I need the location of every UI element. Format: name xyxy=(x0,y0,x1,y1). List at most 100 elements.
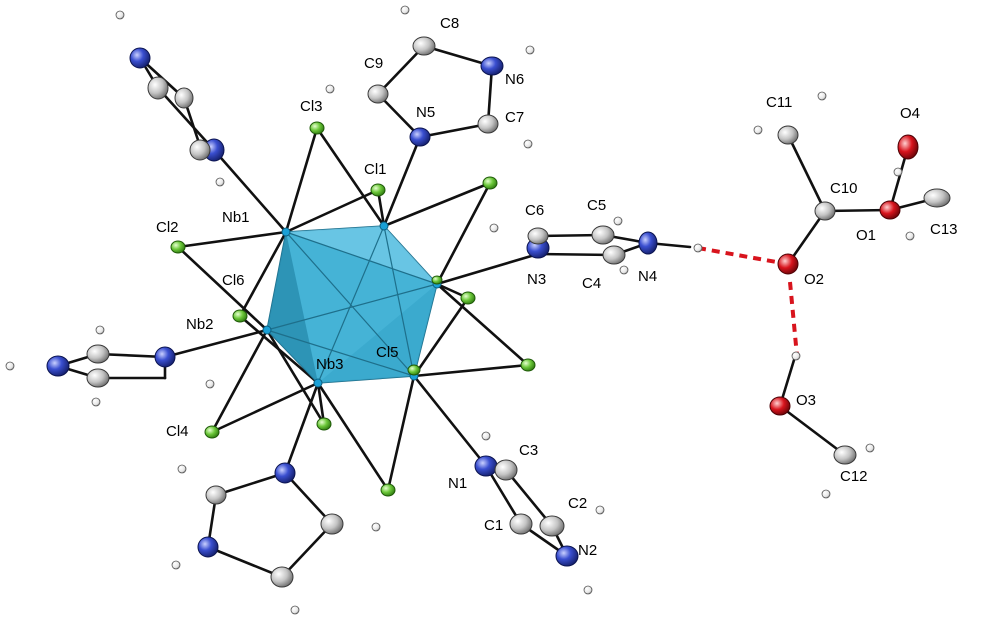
c-atom xyxy=(189,139,211,161)
chlorine-atoms xyxy=(170,121,536,497)
h-atom xyxy=(215,177,225,187)
cl-atom xyxy=(380,483,396,497)
n-atom xyxy=(555,545,579,567)
h-atom xyxy=(865,443,875,453)
h-atom xyxy=(893,167,903,177)
c-atom xyxy=(205,485,227,505)
label-c10: C10 xyxy=(830,180,858,197)
h-atom xyxy=(821,489,831,499)
cl-atom xyxy=(460,291,476,305)
label-n5: N5 xyxy=(416,104,435,121)
h-atom xyxy=(489,223,499,233)
n-atom xyxy=(638,231,658,255)
label-nb1: Nb1 xyxy=(222,209,250,226)
cl-atom xyxy=(431,275,443,285)
label-c9: C9 xyxy=(364,55,383,72)
label-nb2: Nb2 xyxy=(186,316,214,333)
h-atom xyxy=(791,351,801,361)
nb-atom xyxy=(281,227,291,237)
n-atom xyxy=(474,455,498,477)
cl-atom xyxy=(232,309,248,323)
label-cl4: Cl4 xyxy=(166,423,189,440)
h-atom xyxy=(115,10,125,20)
label-n6: N6 xyxy=(505,71,524,88)
h-atom xyxy=(95,325,105,335)
c-atom xyxy=(86,368,110,388)
label-n1: N1 xyxy=(448,475,467,492)
label-c7: C7 xyxy=(505,109,524,126)
n-atom xyxy=(274,462,296,484)
h-atom xyxy=(693,243,703,253)
label-o1: O1 xyxy=(856,227,876,244)
n-atom xyxy=(409,127,431,147)
label-c6: C6 xyxy=(525,202,544,219)
h-atom xyxy=(205,379,215,389)
label-c5: C5 xyxy=(587,197,606,214)
cl-atom xyxy=(316,417,332,431)
label-n2: N2 xyxy=(578,542,597,559)
c-atom xyxy=(412,36,436,56)
label-n4: N4 xyxy=(638,268,657,285)
h-atom xyxy=(753,125,763,135)
label-c8: C8 xyxy=(440,15,459,32)
label-cl5: Cl5 xyxy=(376,344,399,361)
h-atom xyxy=(619,265,629,275)
label-cl1: Cl1 xyxy=(364,161,387,178)
c-atom xyxy=(174,87,194,109)
cl-atom xyxy=(407,364,421,376)
c-atom xyxy=(320,513,344,535)
nb-atom xyxy=(313,378,323,388)
label-c2: C2 xyxy=(568,495,587,512)
label-o2: O2 xyxy=(804,271,824,288)
c-atom xyxy=(602,245,626,265)
c-atom xyxy=(494,459,518,481)
h-atom xyxy=(5,361,15,371)
hydrogen-bonds xyxy=(697,246,799,357)
o-atom xyxy=(769,396,791,416)
h-atom xyxy=(905,231,915,241)
label-c4: C4 xyxy=(582,275,601,292)
h-atom xyxy=(290,605,300,615)
h-atom xyxy=(583,585,593,595)
c-atom xyxy=(270,566,294,588)
c-atom xyxy=(86,344,110,364)
label-n3: N3 xyxy=(527,271,546,288)
h-atom xyxy=(817,91,827,101)
h-atom xyxy=(171,560,181,570)
label-cl2: Cl2 xyxy=(156,219,179,236)
c-atom xyxy=(591,225,615,245)
label-c11: C11 xyxy=(766,94,792,111)
label-c12: C12 xyxy=(840,468,868,485)
carbon-atoms xyxy=(86,36,951,588)
n-atom xyxy=(46,355,70,377)
nb-atom xyxy=(379,221,389,231)
h-atom xyxy=(177,464,187,474)
h-atom xyxy=(325,84,335,94)
h-atom xyxy=(595,505,605,515)
label-cl3: Cl3 xyxy=(300,98,323,115)
h-atom xyxy=(523,139,533,149)
oxygen-atoms xyxy=(769,134,919,416)
h-atom xyxy=(613,216,623,226)
c-atom xyxy=(527,227,549,245)
h-atom xyxy=(91,397,101,407)
c-atom xyxy=(833,445,857,465)
cl-atom xyxy=(309,121,325,135)
label-c3: C3 xyxy=(519,442,538,459)
h-atom xyxy=(371,522,381,532)
cl-atom xyxy=(204,425,220,439)
c-atom xyxy=(923,188,951,208)
n-atom xyxy=(197,536,219,558)
nb-atom xyxy=(262,325,272,335)
n-atom xyxy=(154,346,176,368)
hydrogen-atoms xyxy=(5,5,915,615)
label-cl6: Cl6 xyxy=(222,272,245,289)
h-atom xyxy=(400,5,410,15)
c-atom xyxy=(147,76,169,100)
h-atom xyxy=(481,431,491,441)
label-c13: C13 xyxy=(930,221,958,238)
o-atom xyxy=(897,134,919,160)
atom-labels: Nb1 Nb2 Nb3 Cl1 Cl2 Cl3 Cl4 Cl5 Cl6 N1 N… xyxy=(156,15,958,559)
n-atom xyxy=(480,56,504,76)
